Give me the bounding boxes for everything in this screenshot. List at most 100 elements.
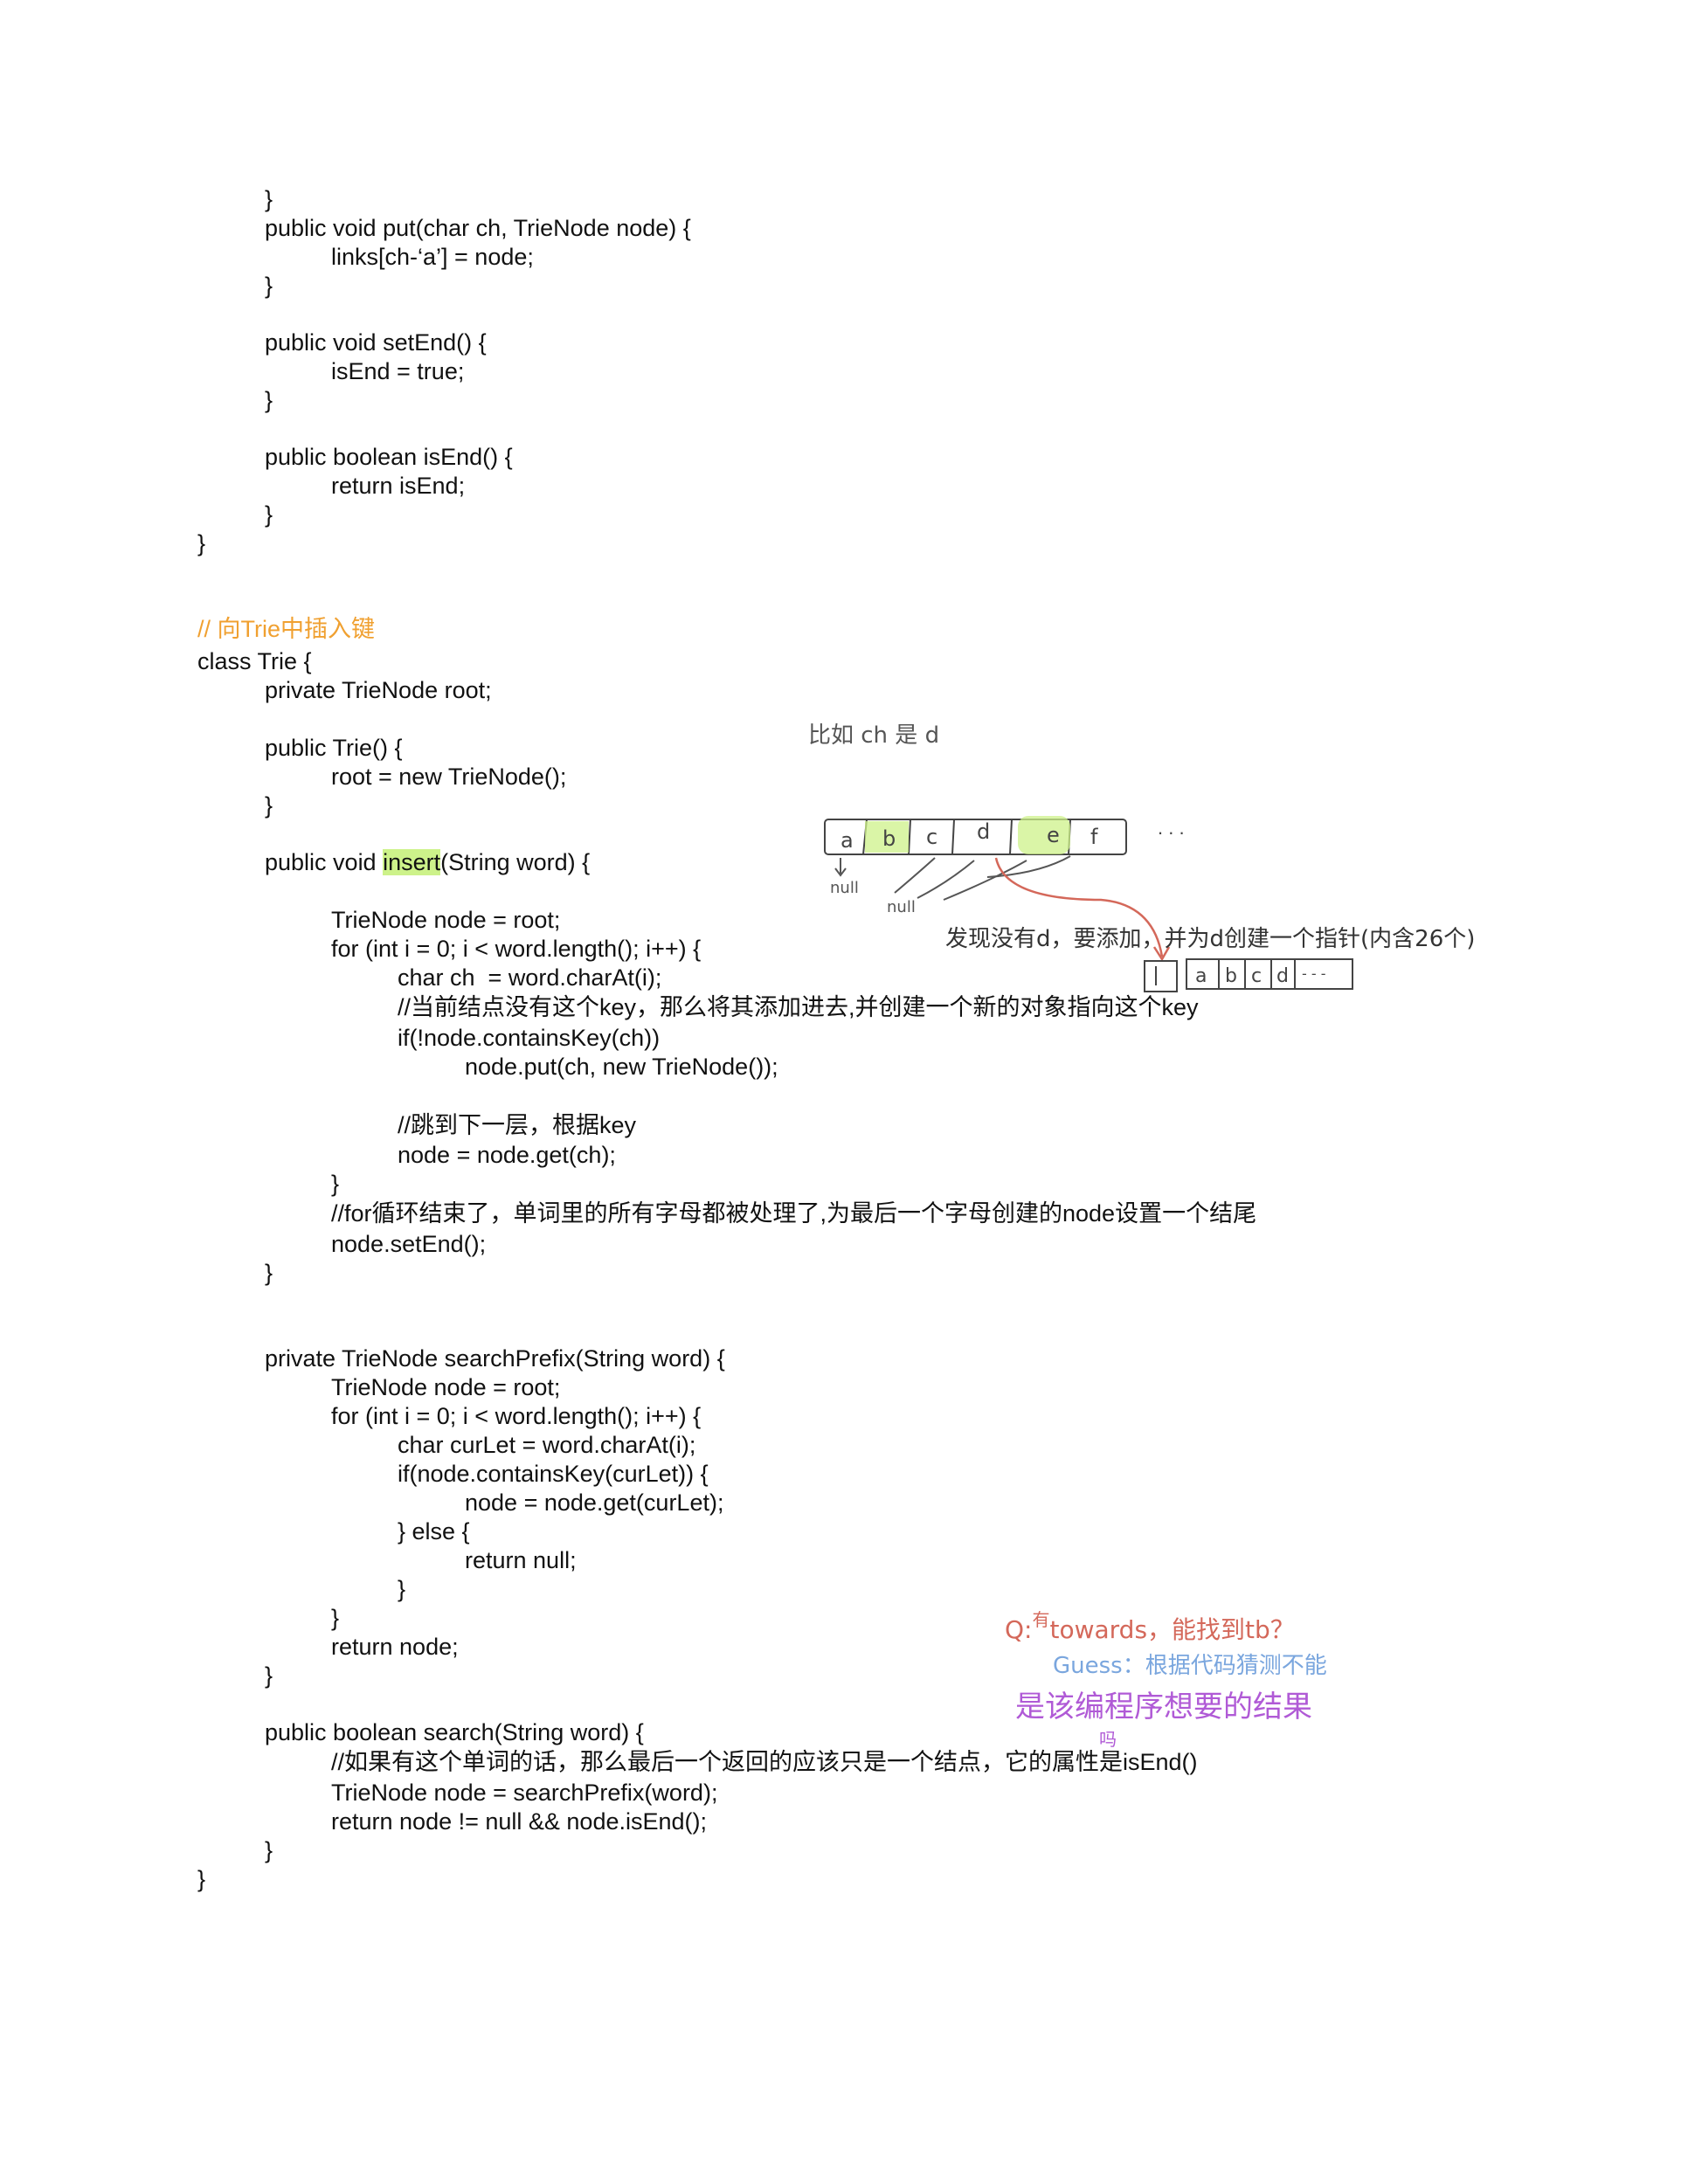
code-line: return node != null && node.isEnd(); xyxy=(331,1807,707,1836)
code-text: public boolean search(String word) { xyxy=(265,1719,644,1745)
code-text: (String word) { xyxy=(440,849,591,875)
code-text: } xyxy=(265,1662,273,1689)
code-comment: // 向Trie中插入键 xyxy=(197,614,375,644)
code-line: public void setEnd() { xyxy=(265,328,487,357)
code-line: node.put(ch, new TrieNode()); xyxy=(465,1052,778,1082)
code-line: if(!node.containsKey(ch)) xyxy=(398,1023,660,1053)
code-line: } xyxy=(265,385,273,415)
code-text: } xyxy=(197,1866,206,1892)
code-line: } xyxy=(265,500,273,529)
guess-note: Guess：根据代码猜测不能 xyxy=(1053,1653,1327,1679)
code-text: private TrieNode root; xyxy=(265,677,492,703)
code-text: } xyxy=(265,792,273,819)
code-line: char curLet = word.charAt(i); xyxy=(398,1430,695,1460)
code-line: public void put(char ch, TrieNode node) … xyxy=(265,213,691,243)
code-text: } xyxy=(331,1171,340,1197)
code-text: node.put(ch, new TrieNode()); xyxy=(465,1054,778,1080)
cell-label: d xyxy=(977,819,990,844)
code-line: } xyxy=(331,1603,339,1633)
cell-label: d xyxy=(1276,965,1289,987)
code-line: node.setEnd(); xyxy=(331,1229,486,1259)
code-text: } xyxy=(265,273,273,299)
code-text: if(!node.containsKey(ch)) xyxy=(398,1025,661,1051)
code-line: for (int i = 0; i < word.length(); i++) … xyxy=(331,1401,701,1431)
code-text: private TrieNode searchPrefix(String wor… xyxy=(265,1345,725,1372)
code-line: } xyxy=(197,1864,205,1894)
code-text: node = node.get(curLet); xyxy=(465,1489,724,1516)
code-line: TrieNode node = root; xyxy=(331,1372,560,1402)
cell-label: - - - xyxy=(1302,965,1326,982)
red-arrowhead xyxy=(1152,946,1171,962)
code-text: //跳到下一层，根据key xyxy=(398,1112,637,1138)
code-line: isEnd = true; xyxy=(331,356,464,386)
cell-label: e xyxy=(1047,823,1060,847)
cell-label: a xyxy=(1195,965,1207,987)
code-text: TrieNode node = root; xyxy=(331,907,561,933)
purple-note-small: 吗 xyxy=(1099,1729,1117,1750)
example-note: 比如 ch 是 d xyxy=(808,722,939,749)
code-text: isEnd = true; xyxy=(331,358,465,384)
question-rest: towards，能找到tb？ xyxy=(1049,1615,1294,1644)
code-line: return node; xyxy=(331,1632,459,1662)
cell-label: c xyxy=(1251,965,1262,987)
code-text: TrieNode node = root; xyxy=(331,1374,561,1400)
code-text: class Trie { xyxy=(197,648,312,674)
code-text: //如果有这个单词的话，那么最后一个返回的应该只是一个结点，它的属性是isEnd… xyxy=(331,1749,1198,1775)
code-text: } xyxy=(197,530,206,556)
null-arrows xyxy=(834,855,1071,901)
ellipsis: . . . xyxy=(1158,817,1185,839)
insert-note: 发现没有d，要添加，并为d创建一个指针(内含26个) xyxy=(945,926,1475,952)
code-text: //for循环结束了，单词里的所有字母都被处理了,为最后一个字母创建的node设… xyxy=(331,1200,1257,1227)
code-line: } xyxy=(265,1258,273,1288)
code-text: } xyxy=(398,1576,406,1602)
code-text: public boolean isEnd() { xyxy=(265,444,513,470)
trie-cell-labels-bottom: a b c d - - - xyxy=(1195,965,1326,987)
code-line: public boolean isEnd() { xyxy=(265,442,513,472)
code-line: } xyxy=(265,1835,273,1865)
purple-note: 是该编程序想要的结果 xyxy=(1015,1690,1312,1724)
code-text: return null; xyxy=(465,1547,577,1573)
code-line: } xyxy=(331,1169,339,1199)
code-line: root = new TrieNode(); xyxy=(331,762,566,791)
code-text: TrieNode node = searchPrefix(word); xyxy=(331,1780,718,1806)
code-line: //当前结点没有这个key，那么将其添加进去,并创建一个新的对象指向这个key xyxy=(398,992,1199,1022)
code-line: private TrieNode root; xyxy=(265,675,492,705)
question-note: Q:有towards，能找到tb？ xyxy=(1005,1609,1295,1644)
code-text: return node; xyxy=(331,1634,459,1660)
code-line: //如果有这个单词的话，那么最后一个返回的应该只是一个结点，它的属性是isEnd… xyxy=(331,1747,1198,1777)
code-line: private TrieNode searchPrefix(String wor… xyxy=(265,1344,725,1373)
code-line: } xyxy=(197,529,205,558)
code-text: node.setEnd(); xyxy=(331,1231,487,1257)
question-prefix: Q: xyxy=(1005,1615,1032,1644)
code-line: TrieNode node = root; xyxy=(331,905,560,935)
code-text: if(node.containsKey(curLet)) { xyxy=(398,1461,709,1487)
trie-cell-labels-top: a b c d e f xyxy=(841,819,1098,853)
code-line: node = node.get(curLet); xyxy=(465,1488,723,1517)
code-line: return isEnd; xyxy=(331,471,465,501)
code-text: } else { xyxy=(398,1518,470,1545)
code-line: } xyxy=(398,1574,405,1604)
highlighted-text: insert xyxy=(383,849,441,875)
code-text: public void xyxy=(265,849,384,875)
code-text: } xyxy=(265,186,273,212)
cell-label: b xyxy=(882,826,896,851)
code-line: TrieNode node = searchPrefix(word); xyxy=(331,1778,717,1807)
code-text: } xyxy=(331,1605,340,1631)
code-line: //for循环结束了，单词里的所有字母都被处理了,为最后一个字母创建的node设… xyxy=(331,1199,1256,1228)
red-arrow xyxy=(994,857,1164,957)
code-line: //跳到下一层，根据key xyxy=(398,1110,636,1140)
code-line: class Trie { xyxy=(197,646,312,676)
code-text: public void put(char ch, TrieNode node) … xyxy=(265,215,691,241)
code-text: } xyxy=(265,501,273,528)
code-text: } xyxy=(265,1837,273,1863)
code-text: char curLet = word.charAt(i); xyxy=(398,1432,696,1458)
code-line: } else { xyxy=(398,1517,470,1546)
code-text: //当前结点没有这个key，那么将其添加进去,并创建一个新的对象指向这个key xyxy=(398,994,1199,1020)
cell-label: f xyxy=(1090,825,1098,849)
null-label: null xyxy=(830,879,859,897)
code-text: } xyxy=(265,387,273,413)
code-line: } xyxy=(265,271,273,301)
code-text: links[ch-‘a’] = node; xyxy=(331,244,534,270)
cell-label: c xyxy=(926,825,937,849)
